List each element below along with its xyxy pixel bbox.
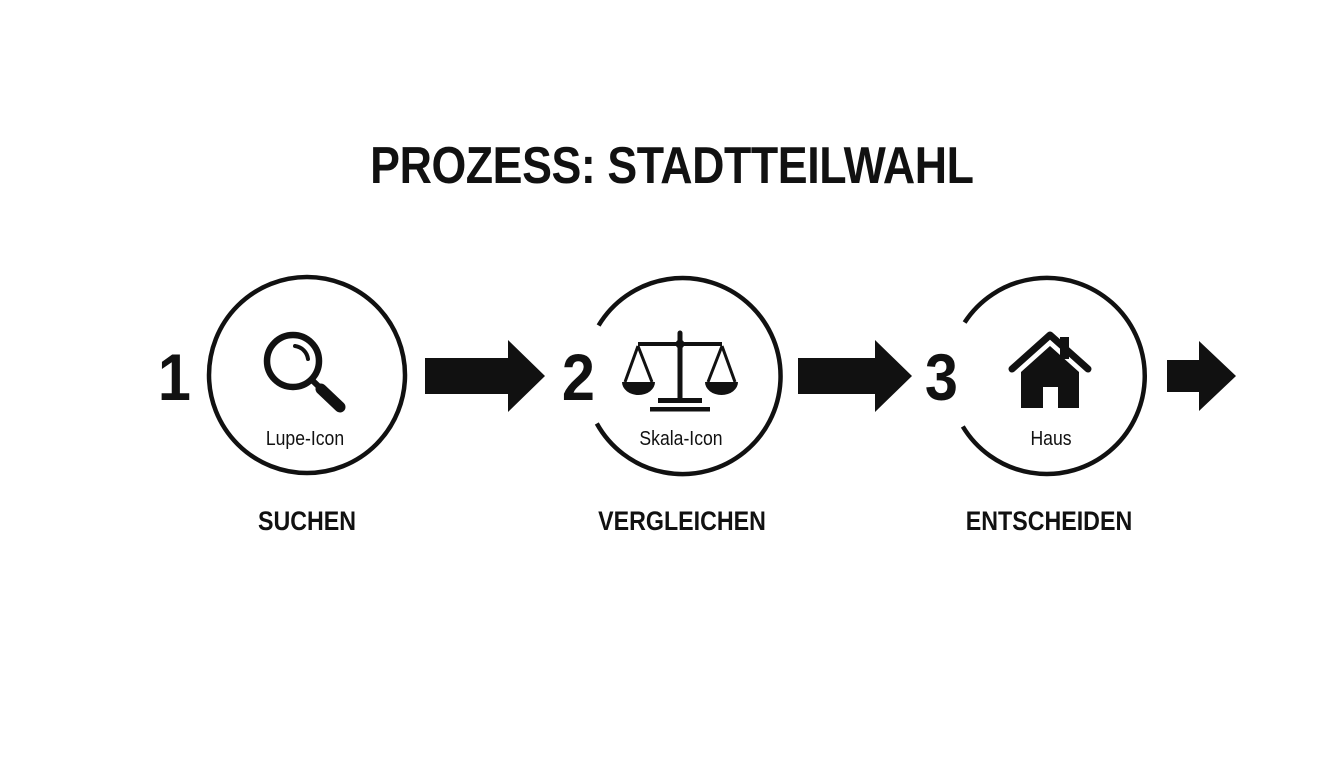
step-2-label: VERGLEICHEN <box>598 506 766 536</box>
scale-icon <box>622 330 738 412</box>
step-2-circle <box>594 275 783 477</box>
arrow-1-to-2 <box>425 340 545 412</box>
step-3-label: ENTSCHEIDEN <box>965 506 1133 536</box>
step-1-number: 1 <box>157 340 191 414</box>
arrow-2-to-3 <box>798 340 912 412</box>
diagram-title: PROZESS: STADTTEILWAHL <box>370 137 974 195</box>
magnifier-icon <box>263 331 346 413</box>
step-2-icon-label: Skala-Icon <box>639 428 723 450</box>
step-3-icon-label: Haus <box>1030 428 1072 450</box>
step-1-icon-label: Lupe-Icon <box>265 428 345 450</box>
step-3-number: 3 <box>924 340 958 414</box>
arrow-3-to-next <box>1167 341 1236 411</box>
step-1-circle <box>206 274 408 476</box>
step-2-number: 2 <box>561 340 595 414</box>
step-1-label: SUCHEN <box>257 506 357 536</box>
house-icon <box>1008 331 1092 408</box>
step-3-circle <box>960 275 1147 477</box>
